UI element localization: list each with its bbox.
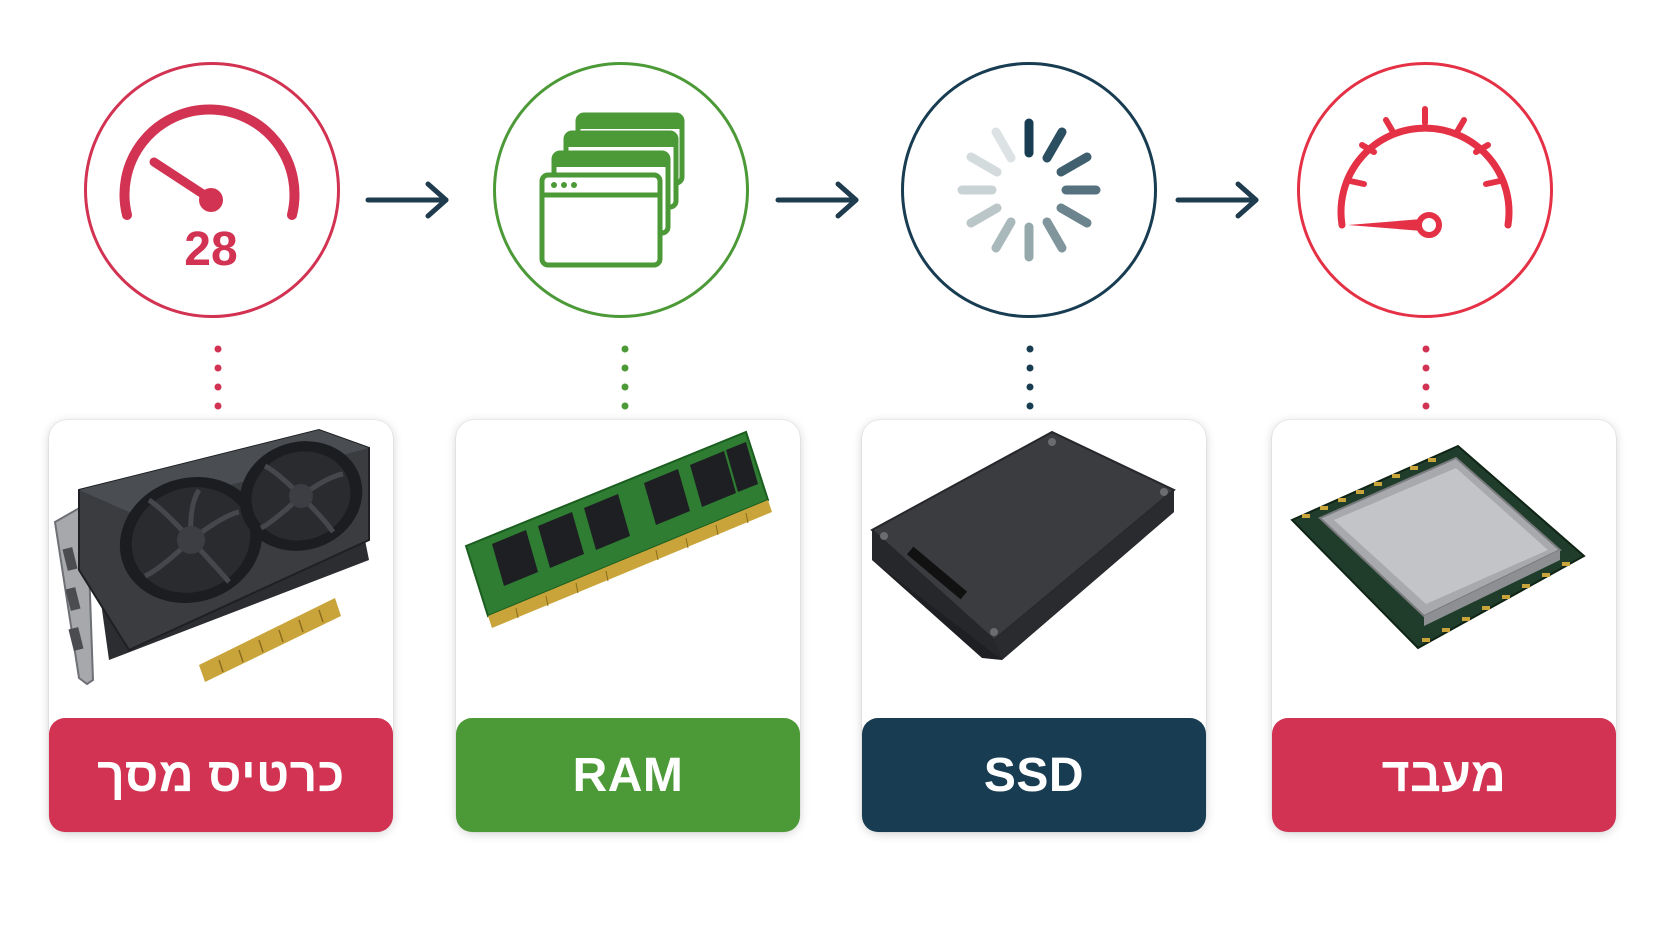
ram-module-image (464, 430, 772, 628)
step-label: RAM (456, 718, 800, 832)
dotted-connector (1026, 345, 1034, 410)
dotted-connector (214, 345, 222, 410)
gauge-value: 28 (184, 223, 237, 276)
gauge-28-icon: 28 (119, 104, 300, 276)
stacked-windows-icon (539, 112, 685, 268)
arrow-right-icon (365, 181, 449, 219)
gauge-circle: 28 (84, 62, 340, 318)
windows-circle (493, 62, 749, 318)
arrow-right-icon (1175, 181, 1259, 219)
dotted-connector (1422, 345, 1430, 410)
cpu-card: מעבד (1272, 420, 1616, 832)
ram-card: RAM (456, 420, 800, 832)
ssd-drive-image (870, 430, 1176, 660)
ssd-card: SSD (862, 420, 1206, 832)
dotted-connector (621, 345, 629, 410)
cpu-chip-image (1290, 444, 1586, 650)
step-label: מעבד (1272, 718, 1616, 832)
speedometer-icon (1337, 106, 1513, 238)
arrow-right-icon (775, 181, 859, 219)
step-label: SSD (862, 718, 1206, 832)
loading-spinner-icon (957, 118, 1101, 262)
spinner-circle (901, 62, 1157, 318)
graphics-card-image (53, 428, 370, 686)
speedometer-circle (1297, 62, 1553, 318)
step-label: כרטיס מסך (49, 718, 393, 832)
graphics-card-card: כרטיס מסך (49, 420, 393, 832)
